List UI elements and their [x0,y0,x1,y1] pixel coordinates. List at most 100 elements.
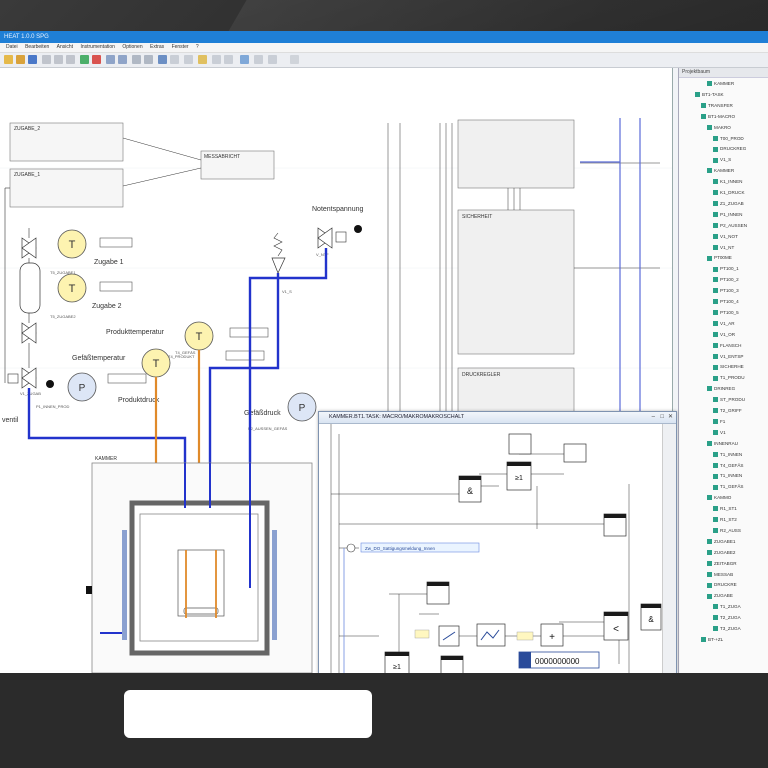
tree-item[interactable]: V1 [713,429,726,437]
print-icon[interactable] [184,55,193,64]
paste-icon[interactable] [66,55,75,64]
and-block-2[interactable]: & [640,603,662,631]
menu-item-fenster[interactable]: Fenster [171,44,189,50]
tree-item[interactable]: MAKRO [707,124,731,132]
properties-icon[interactable] [170,55,179,64]
stop-icon[interactable] [92,55,101,64]
block-messabricht[interactable]: MESSABRICHT [200,150,275,180]
maximize-icon[interactable]: □ [660,414,664,420]
compare-block[interactable]: < [603,611,629,641]
or-block-3[interactable] [440,655,464,673]
valve-zugang[interactable] [7,367,54,389]
tree-item[interactable]: T3_ZUGA [713,625,741,633]
macro-window-titlebar[interactable]: KAMMER.BT1.TASK: MACRO/MAKROMAKROSCHALT … [319,412,676,424]
tree-item[interactable]: PT100_4 [713,298,739,306]
tree-item[interactable]: PT100_5 [713,309,739,317]
cut-icon[interactable] [42,55,51,64]
temp-sensor-zugabe2[interactable]: T [57,273,133,303]
connect-icon[interactable] [158,55,167,64]
tree-item[interactable]: R1_ST1 [713,505,737,513]
tree-item[interactable]: V1_AR [713,320,735,328]
tree-item[interactable]: KAMMER [707,167,734,175]
tree-item[interactable]: ZEITABGR [707,560,737,568]
macro-scrollbar[interactable] [662,424,676,673]
tool-extra-icon[interactable] [290,55,299,64]
tree-item[interactable]: V1_NT [713,244,734,252]
tree-item[interactable]: ZUGABE [707,592,733,600]
help-icon[interactable] [268,55,277,64]
temp-sensor-produkt[interactable]: T [184,321,269,351]
tree-item[interactable]: T2_GRIFF [713,407,742,415]
top-block[interactable] [508,433,587,463]
tree-item[interactable]: PT100_3 [713,287,739,295]
tree-item[interactable]: DRUCKREG [713,145,746,153]
chamber-kammer[interactable]: KAMMER [86,456,313,673]
valve-zugabe1[interactable] [21,237,37,259]
tree-item[interactable]: ST_PRODU [713,396,745,404]
valve-zugabe2[interactable] [21,322,37,344]
minimize-icon[interactable]: – [651,414,655,420]
block-zugabe2[interactable]: ZUGABE_2 [9,122,124,162]
menu-item-extras[interactable]: Extras [150,44,165,50]
tree-item[interactable]: R2_AUSS [713,527,741,535]
menu-item-datei[interactable]: Datei [6,44,18,50]
menu-item-bearbeiten[interactable]: Bearbeiten [25,44,50,50]
tree-item[interactable]: V1_NOT [713,233,738,241]
safety-valve[interactable] [271,232,286,274]
close-icon[interactable]: ✕ [667,414,673,420]
tree-item[interactable]: T4_GEFÄS [713,462,744,470]
copy-icon[interactable] [54,55,63,64]
tree-item[interactable]: T1_ZUGA [713,603,741,611]
block-zugabe1[interactable]: ZUGABE_1 [9,168,124,208]
menu-item-help[interactable]: ? [195,44,199,50]
block-controller-top[interactable] [457,119,575,189]
plus-block[interactable]: + [540,623,564,647]
tree-item[interactable]: Z1_ZUGAB [713,200,744,208]
tree-item[interactable]: DRUCKRE [707,581,737,589]
window-icon[interactable] [240,55,249,64]
pressure-sensor-aussen[interactable]: P [287,392,317,422]
tree-item[interactable]: T1_INNEN [713,451,742,459]
zoom-out-icon[interactable] [118,55,127,64]
counter-block[interactable] [603,513,627,537]
tree-item[interactable]: MESSAB [707,571,733,579]
tree-item[interactable]: FLANSCH [713,342,741,350]
macro-canvas[interactable]: Zw_DO_Sattigungsmeldung_Innen & ≥1 [319,424,662,673]
menu-item-ansicht[interactable]: Ansicht [56,44,74,50]
tree-item[interactable]: T00_PROD [713,135,744,143]
ramp-block-2[interactable] [476,623,506,647]
block-sicherheit[interactable]: SICHERHEIT [457,209,575,355]
input-connector[interactable]: Zw_DO_Sattigungsmeldung_Innen [346,542,480,553]
tree-item[interactable]: K1_INNEN [713,178,742,186]
redo-icon[interactable] [224,55,233,64]
tree-item[interactable]: F1 [713,418,725,426]
tree-item[interactable]: BT1-MACRO [701,113,735,121]
tree-item[interactable]: TRANSFER [701,102,733,110]
tree-item[interactable]: T1_PRODU [713,374,745,382]
tree-item[interactable]: V1_OR [713,331,735,339]
tree-item[interactable]: ZUGABE1 [707,538,735,546]
zoom-in-icon[interactable] [106,55,115,64]
tree-item[interactable]: P1_INNEN [713,211,742,219]
tree-item[interactable]: KAMMO [707,494,731,502]
tree-item[interactable]: T1_INNEN [713,472,742,480]
tree-item[interactable]: ZUGABE2 [707,549,735,557]
or-block-2[interactable]: ≥1 [384,651,410,673]
ramp-block-1[interactable] [438,625,460,647]
temp-sensor-zugabe1[interactable]: T [57,229,133,259]
tree-item[interactable]: DRINREG [707,385,735,393]
tree-item[interactable]: V1_S [713,156,731,164]
tree-item[interactable]: KAMMER [707,80,734,88]
tree-item[interactable]: BT1-TASK [695,91,724,99]
run-icon[interactable] [80,55,89,64]
diagram-canvas[interactable]: ZUGABE_2 ZUGABE_1 MESSABRICHT SICHERHEIT [0,68,673,673]
valve-notentspannung[interactable] [317,225,362,249]
tree-item[interactable]: T1_GEFÄS [713,483,744,491]
undo-icon[interactable] [212,55,221,64]
temp-sensor-gefaes[interactable]: T [141,348,265,378]
numeric-display[interactable]: 0000000000 [518,651,600,669]
tree-item[interactable]: PT100_1 [713,265,739,273]
menu-item-instrumentation[interactable]: Instrumentation [80,44,115,50]
tree-item[interactable]: SICHERHE [713,363,744,371]
tree-item[interactable]: K1_DRUCK [713,189,745,197]
